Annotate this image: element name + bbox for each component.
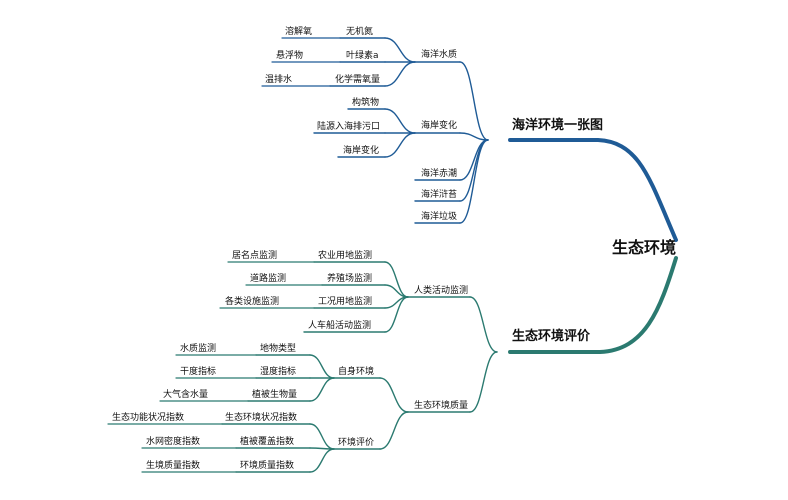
- node-red-tide: 海洋赤潮: [421, 169, 458, 179]
- node-coastline-change: 海岸变化: [343, 146, 380, 156]
- node-green-tide: 海洋浒苔: [421, 190, 458, 200]
- node-marine-litter: 海洋垃圾: [421, 212, 458, 222]
- connector-coast-struct: [384, 108, 416, 134]
- node-sewage-outlet: 陆源入海排污口: [317, 122, 381, 132]
- node-dryness: 干度指标: [180, 367, 217, 377]
- node-cod: 化学需氧量: [335, 75, 381, 85]
- node-farm: 养殖场监测: [327, 274, 373, 284]
- node-chlorophyll: 叶绿素a: [346, 51, 379, 61]
- node-env-quality-index: 环境质量指数: [240, 461, 295, 471]
- connector-ocean-litter: [459, 139, 489, 224]
- node-eco-quality: 生态环境质量: [414, 401, 469, 411]
- node-dissolved-oxygen: 溶解氧: [285, 27, 313, 37]
- node-water-network-index: 水网密度指数: [146, 437, 201, 447]
- connector-eval-eco: [309, 423, 335, 450]
- connector-self-land: [309, 354, 335, 379]
- branch-eco-eval: 生态环境评价: [512, 329, 591, 344]
- connector-ocean-greentide: [459, 139, 489, 202]
- node-suspended-matter: 悬浮物: [276, 51, 304, 61]
- connector-wq-n: [384, 37, 416, 63]
- root-node: 生态环境: [612, 238, 677, 257]
- node-thermal-discharge: 温排水: [265, 75, 293, 85]
- node-road: 道路监测: [250, 274, 287, 284]
- node-habitat-index: 生境质量指数: [146, 461, 201, 471]
- connector-ha-veh: [384, 296, 409, 333]
- node-structures: 构筑物: [352, 98, 380, 108]
- node-human-activity: 人类活动监测: [414, 286, 469, 296]
- connector-root-ocean: [508, 138, 678, 242]
- connector-self-bio: [309, 377, 335, 402]
- connector-ocean-water: [459, 61, 489, 141]
- node-facilities: 各类设施监测: [225, 297, 280, 307]
- branch-ocean-map: 海洋环境一张图: [512, 118, 604, 133]
- node-industrial-land: 工况用地监测: [318, 297, 373, 307]
- connector-eval-env: [309, 448, 335, 473]
- connector-wq-cod: [384, 61, 416, 87]
- connector-root-eco: [508, 256, 678, 354]
- node-coast-change: 海岸变化: [421, 121, 458, 131]
- connector-coast-change: [384, 132, 416, 158]
- node-eco-index: 生态环境状况指数: [225, 413, 298, 423]
- node-settlement: 居名点监测: [232, 251, 278, 261]
- node-self-environment: 自身环境: [338, 367, 375, 377]
- node-atmos-water: 大气含水量: [163, 390, 209, 400]
- node-env-eval: 环境评价: [338, 438, 375, 448]
- node-farmland: 农业用地监测: [318, 251, 373, 261]
- connector-eq-self: [379, 377, 409, 413]
- connector-eco-human: [469, 296, 498, 353]
- node-eco-function-index: 生态功能状况指数: [112, 413, 185, 423]
- node-water-monitor: 水质监测: [180, 344, 217, 354]
- node-humidity: 湿度指标: [260, 367, 297, 377]
- node-vegetation-index: 植被覆盖指数: [240, 437, 295, 447]
- node-land-type: 地物类型: [260, 344, 297, 354]
- connector-ocean-coast: [459, 132, 489, 141]
- connector-eco-quality: [469, 351, 498, 413]
- node-biomass: 植被生物量: [252, 390, 298, 400]
- node-vehicle-activity: 人车船活动监测: [308, 321, 372, 331]
- node-ocean-water-quality: 海洋水质: [421, 50, 458, 60]
- node-inorganic-nitrogen: 无机氮: [346, 27, 374, 37]
- connector-ocean-redtide: [459, 139, 489, 181]
- connector-eq-eval: [379, 411, 409, 450]
